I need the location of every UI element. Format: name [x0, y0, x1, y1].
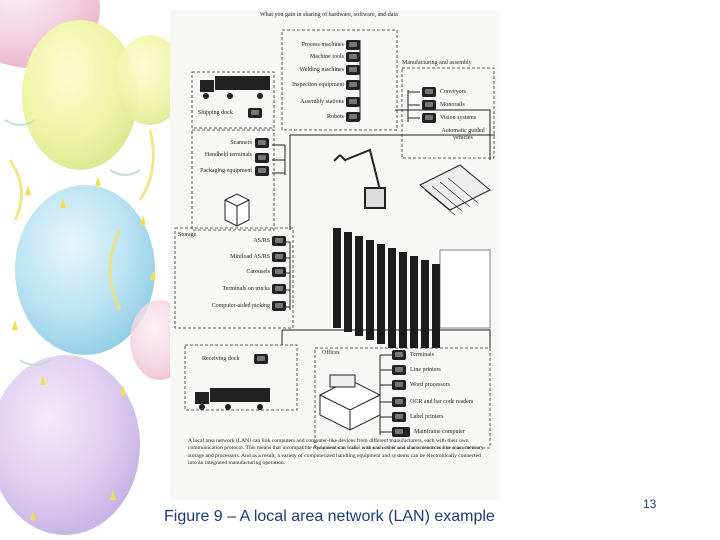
figure-header: What you gain in sharing of hardware, so…: [260, 12, 398, 18]
terminal-icon: [255, 166, 269, 176]
terminal-icon: [272, 267, 286, 277]
storage-item: Carousels: [246, 269, 270, 275]
terminal-icon: [272, 236, 286, 246]
terminal-icon: [346, 112, 360, 122]
collection-label: Handheld terminals: [204, 152, 252, 158]
machine-label: Robots: [326, 114, 344, 120]
office-item: Word processors: [410, 382, 451, 388]
storage-title: Storage: [178, 232, 197, 238]
terminal-icon: [346, 52, 360, 62]
terminal-icon: [392, 397, 406, 407]
slide-caption: Figure 9 – A local area network (LAN) ex…: [164, 508, 495, 525]
office-item: OCR and bar code readers: [410, 399, 474, 405]
terminal-icon: [346, 40, 360, 50]
lan-diagram-lines: [174, 29, 495, 449]
offices-title: Offices: [322, 350, 340, 356]
terminal-icon: [248, 108, 262, 118]
terminal-icon: [422, 87, 436, 97]
terminal-icon: [392, 380, 406, 390]
terminal-icon: [272, 301, 286, 311]
storage-item: Miniload AS/RS: [230, 254, 270, 260]
figure-note: A local area network (LAN) can link comp…: [188, 438, 484, 467]
office-item: Line printers: [410, 367, 441, 373]
shipping-dock-label: Shipping dock: [198, 110, 233, 116]
office-item: Mainframe computer: [414, 429, 465, 435]
terminal-icon: [392, 350, 406, 360]
terminal-icon: [272, 252, 286, 262]
machine-label: Assembly stations: [300, 99, 344, 105]
office-item: Terminals: [410, 352, 434, 358]
page-number: 13: [643, 497, 657, 511]
manufacturing-item: Automatic guided vehicles: [441, 128, 485, 141]
collection-label: Packaging equipment: [200, 168, 252, 174]
machine-label: Machine tools: [309, 54, 344, 60]
manufacturing-item: Conveyors: [440, 89, 466, 95]
receiving-dock-label: Receiving dock: [202, 356, 240, 362]
machine-label: Process machines: [301, 42, 345, 48]
manufacturing-item: Vision systems: [440, 115, 477, 121]
terminal-icon: [255, 138, 269, 148]
terminal-icon: [392, 365, 406, 375]
collection-label: Scanners: [230, 140, 252, 146]
manufacturing-item: Monorails: [440, 102, 465, 108]
manufacturing-title: Manufacturing and assembly: [402, 60, 472, 66]
terminal-icon: [392, 412, 406, 422]
office-item: Label printers: [410, 414, 444, 420]
terminal-icon: [346, 65, 360, 75]
terminal-icon: [346, 97, 360, 107]
terminal-icon: [255, 153, 269, 163]
terminal-icon: [422, 113, 436, 123]
terminal-icon: [254, 354, 268, 364]
storage-item: Computer-aided picking: [211, 303, 270, 309]
storage-item: Terminals on trucks: [222, 286, 270, 292]
terminal-icon: [346, 80, 360, 90]
machine-label: Welding machines: [299, 67, 344, 73]
storage-item: AS/RS: [253, 238, 270, 244]
machine-label: Inspection equipment: [292, 82, 344, 88]
lan-figure: What you gain in sharing of hardware, so…: [170, 10, 500, 500]
mainframe-icon: [392, 427, 410, 437]
terminal-icon: [272, 284, 286, 294]
terminal-icon: [422, 100, 436, 110]
